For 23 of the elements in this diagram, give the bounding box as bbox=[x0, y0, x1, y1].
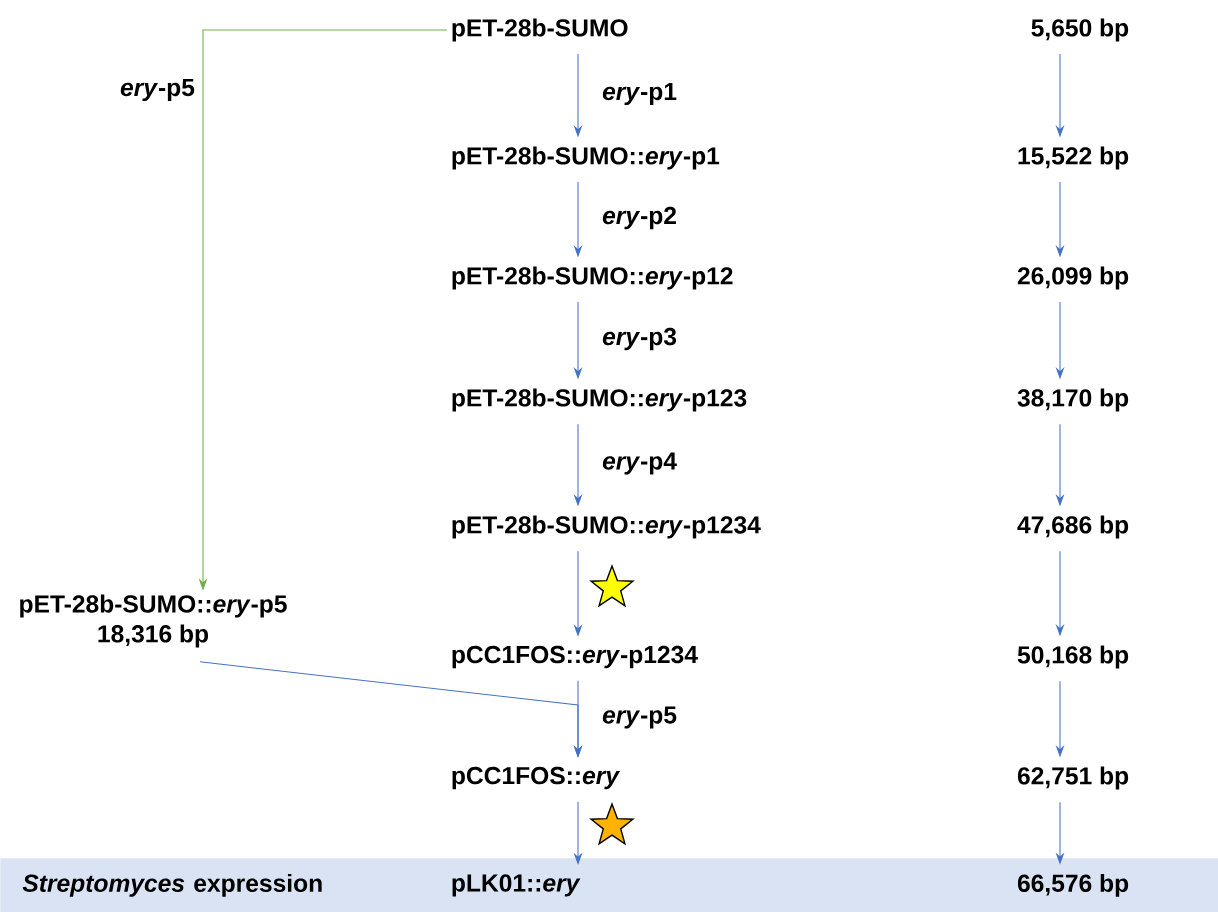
edge-label: ery-p5 bbox=[600, 704, 679, 731]
bp-size: 26,099 bp bbox=[1017, 266, 1129, 290]
edge-label: ery-p1 bbox=[600, 81, 679, 107]
plasmid-label: pET-28b-SUMO bbox=[452, 18, 628, 42]
plasmid-label: pET-28b-SUMO::ery-p1 bbox=[452, 146, 720, 170]
edge-label: ery-p3 bbox=[600, 326, 679, 352]
bp-size: 66,576 bp bbox=[1017, 873, 1129, 897]
bp-size: 38,170 bp bbox=[1017, 388, 1129, 412]
edge-label: ery-p5 bbox=[118, 77, 197, 103]
plasmid-label: pET-28b-SUMO::ery-p5 18,316 bp bbox=[20, 594, 287, 648]
bp-size: 47,686 bp bbox=[1017, 515, 1129, 539]
bp-size: 15,522 bp bbox=[1018, 146, 1129, 170]
bp-size: 5,650 bp bbox=[1031, 18, 1129, 42]
edge-label: ery-p2 bbox=[600, 205, 679, 231]
plasmid-label: pLK01::ery bbox=[452, 874, 581, 897]
plasmid-label: pET-28b-SUMO::ery-p1234 bbox=[452, 515, 761, 539]
bp-size: 62,751 bp bbox=[1017, 766, 1129, 790]
bp-size: 50,168 bp bbox=[1017, 645, 1129, 669]
edge-label: ery-p4 bbox=[600, 450, 679, 477]
plasmid-label: pET-28b-SUMO::ery-p123 bbox=[452, 388, 747, 412]
plasmid-label: pCC1FOS::ery bbox=[452, 766, 621, 790]
plasmid-label: pET-28b-SUMO::ery-p12 bbox=[452, 266, 733, 290]
plasmid-label: pCC1FOS::ery-p1234 bbox=[452, 645, 698, 669]
